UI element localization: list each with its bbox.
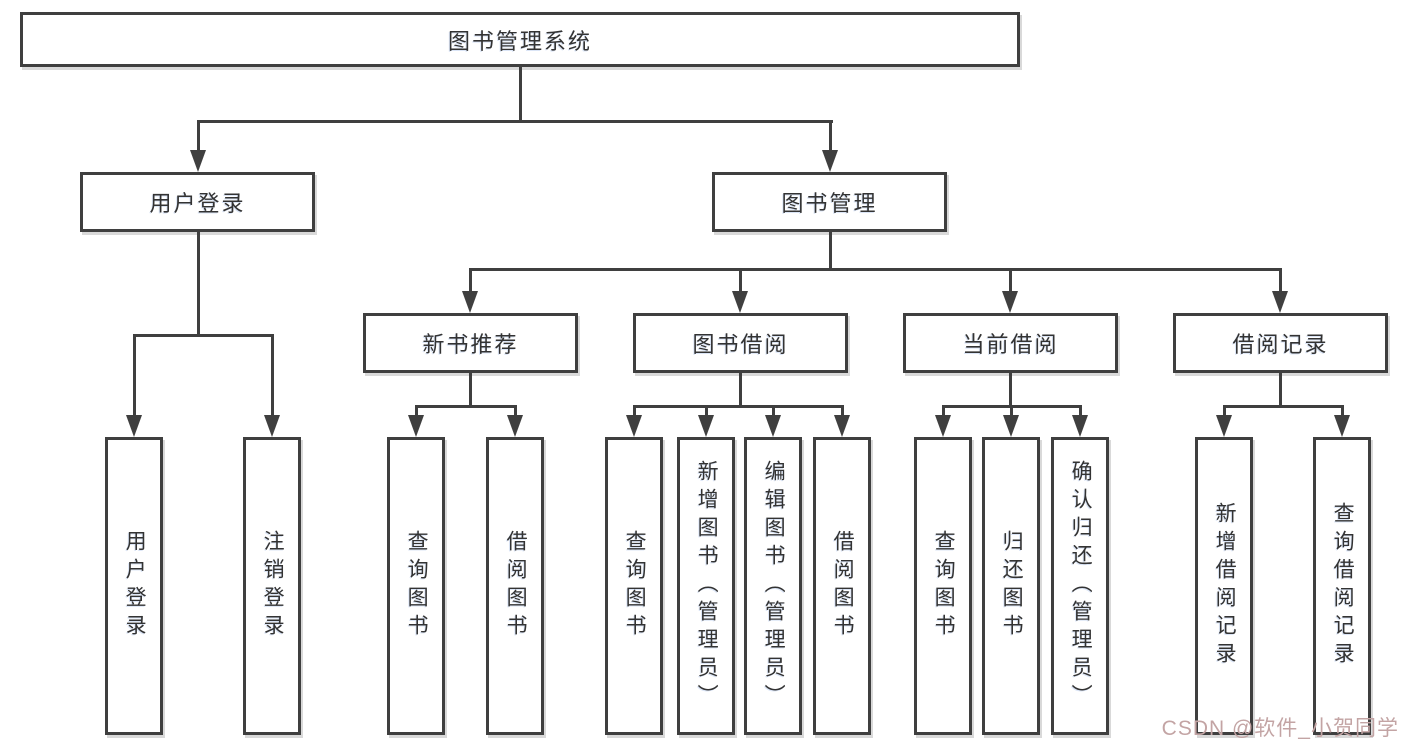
connector-line bbox=[829, 120, 832, 152]
leaf-confirm-return-admin: 确认归还（管理员） bbox=[1051, 437, 1109, 735]
connector-line bbox=[739, 373, 742, 408]
leaf-edit-books-admin: 编辑图书（管理员） bbox=[744, 437, 802, 735]
connector-line bbox=[1279, 268, 1282, 295]
leaf-label: 归还图书 bbox=[1000, 530, 1024, 642]
connector-line bbox=[197, 120, 833, 123]
leaf-label: 查询借阅记录 bbox=[1331, 502, 1355, 670]
leaf-return-books: 归还图书 bbox=[982, 437, 1040, 735]
node-current-borrow: 当前借阅 bbox=[903, 313, 1118, 373]
connector-line bbox=[1223, 405, 1344, 408]
leaf-borrow-books-recommend: 借阅图书 bbox=[486, 437, 544, 735]
arrow-down-icon bbox=[626, 415, 642, 437]
leaf-label: 查询图书 bbox=[932, 530, 956, 642]
connector-line bbox=[841, 405, 844, 419]
leaf-label: 借阅图书 bbox=[504, 530, 528, 642]
node-borrow-records: 借阅记录 bbox=[1173, 313, 1388, 373]
leaf-label: 查询图书 bbox=[405, 530, 429, 642]
leaf-label: 新增借阅记录 bbox=[1213, 502, 1237, 670]
leaf-query-books-current: 查询图书 bbox=[914, 437, 972, 735]
arrow-down-icon bbox=[732, 291, 748, 313]
node-book-borrow: 图书借阅 bbox=[633, 313, 848, 373]
arrow-down-icon bbox=[462, 291, 478, 313]
connector-line bbox=[633, 405, 636, 419]
leaf-label: 借阅图书 bbox=[831, 530, 855, 642]
leaf-label: 确认归还（管理员） bbox=[1069, 460, 1093, 712]
arrow-down-icon bbox=[698, 415, 714, 437]
arrow-down-icon bbox=[834, 415, 850, 437]
connector-line bbox=[415, 405, 418, 419]
connector-line bbox=[829, 232, 832, 271]
arrow-down-icon bbox=[1003, 415, 1019, 437]
arrow-down-icon bbox=[507, 415, 523, 437]
connector-line bbox=[772, 405, 775, 419]
connector-line bbox=[415, 405, 517, 408]
arrow-down-icon bbox=[1072, 415, 1088, 437]
node-book-management-system: 图书管理系统 bbox=[20, 12, 1020, 67]
connector-line bbox=[1279, 373, 1282, 408]
connector-line bbox=[197, 232, 200, 337]
arrow-down-icon bbox=[126, 415, 142, 437]
connector-line bbox=[133, 334, 274, 337]
connector-line bbox=[705, 405, 708, 419]
connector-line bbox=[271, 334, 274, 417]
arrow-down-icon bbox=[1216, 415, 1232, 437]
arrow-down-icon bbox=[765, 415, 781, 437]
node-book-management: 图书管理 bbox=[712, 172, 947, 232]
connector-line bbox=[133, 334, 136, 417]
connector-line bbox=[197, 120, 200, 152]
connector-line bbox=[1010, 405, 1013, 419]
connector-line bbox=[469, 268, 472, 295]
node-new-book-recommend: 新书推荐 bbox=[363, 313, 578, 373]
connector-line bbox=[1009, 268, 1012, 295]
leaf-borrow-books: 借阅图书 bbox=[813, 437, 871, 735]
arrow-down-icon bbox=[408, 415, 424, 437]
arrow-down-icon bbox=[1334, 415, 1350, 437]
leaf-label: 注销登录 bbox=[261, 530, 285, 642]
connector-line bbox=[1341, 405, 1344, 419]
arrow-down-icon bbox=[935, 415, 951, 437]
leaf-logout: 注销登录 bbox=[243, 437, 301, 735]
leaf-add-books-admin: 新增图书（管理员） bbox=[677, 437, 735, 735]
leaf-add-borrow-record: 新增借阅记录 bbox=[1195, 437, 1253, 735]
arrow-down-icon bbox=[264, 415, 280, 437]
connector-line bbox=[633, 405, 844, 408]
leaf-label: 查询图书 bbox=[623, 530, 647, 642]
connector-line bbox=[514, 405, 517, 419]
leaf-label: 编辑图书（管理员） bbox=[762, 460, 786, 712]
leaf-label: 新增图书（管理员） bbox=[695, 460, 719, 712]
connector-line bbox=[519, 67, 522, 123]
leaf-query-borrow-record: 查询借阅记录 bbox=[1313, 437, 1371, 735]
arrow-down-icon bbox=[1272, 291, 1288, 313]
leaf-label: 用户登录 bbox=[123, 530, 147, 642]
connector-line bbox=[942, 405, 945, 419]
connector-line bbox=[469, 268, 1282, 271]
connector-line bbox=[1223, 405, 1226, 419]
arrow-down-icon bbox=[822, 150, 838, 172]
connector-line bbox=[1079, 405, 1082, 419]
node-user-login: 用户登录 bbox=[80, 172, 315, 232]
arrow-down-icon bbox=[1002, 291, 1018, 313]
csdn-watermark: CSDN @软件_小贺同学 bbox=[1161, 717, 1399, 740]
connector-line bbox=[739, 268, 742, 295]
leaf-user-login: 用户登录 bbox=[105, 437, 163, 735]
leaf-query-books-recommend: 查询图书 bbox=[387, 437, 445, 735]
arrow-down-icon bbox=[190, 150, 206, 172]
connector-line bbox=[1009, 373, 1012, 408]
leaf-query-books-borrow: 查询图书 bbox=[605, 437, 663, 735]
connector-line bbox=[469, 373, 472, 408]
